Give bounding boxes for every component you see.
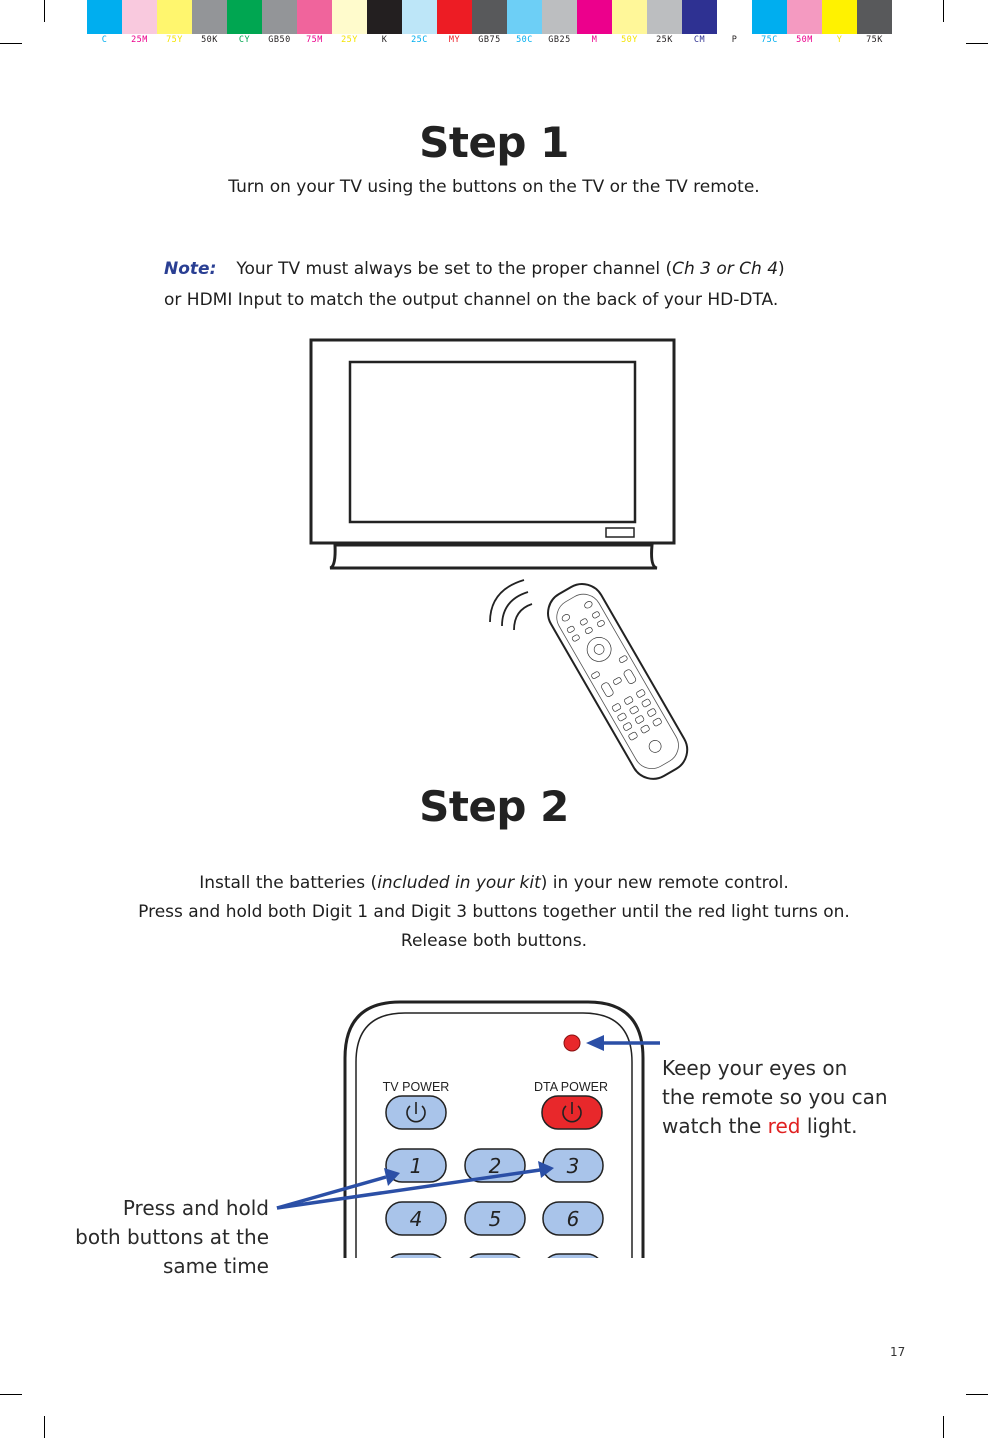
step2-line3: Release both buttons. — [400, 931, 588, 951]
color-swatch-label: CY — [238, 35, 251, 45]
color-swatch-label: GB25 — [548, 35, 571, 45]
step1-note-line2: or HDMI Input to match the output channe… — [164, 290, 779, 310]
color-swatch-label: 25M — [131, 35, 148, 45]
step2-line1: Install the batteries (included in your … — [0, 873, 988, 893]
callout-left-line3: same time — [162, 1254, 269, 1278]
color-swatch — [262, 0, 297, 34]
color-swatch-label: MY — [448, 35, 461, 45]
color-swatch-label: 50M — [796, 35, 813, 45]
callout-right-line1: Keep your eyes on — [662, 1056, 848, 1080]
color-swatch — [577, 0, 612, 34]
color-swatch — [472, 0, 507, 34]
color-swatch — [787, 0, 822, 34]
note-label: Note: — [164, 259, 217, 279]
power-icon — [562, 1105, 582, 1123]
color-swatch-label: Y — [836, 35, 843, 45]
digit-3-label: 3 — [567, 1154, 580, 1178]
color-swatch — [682, 0, 717, 34]
color-swatch-label: 75Y — [166, 35, 183, 45]
color-swatch — [437, 0, 472, 34]
digit-5-button — [464, 1201, 526, 1236]
callout-right: Keep your eyes on the remote so you can … — [662, 1054, 888, 1141]
color-swatch-label: 25Y — [341, 35, 358, 45]
tv-illustration — [309, 338, 676, 570]
digit-1-button — [385, 1148, 447, 1183]
remote-control-small — [489, 579, 689, 780]
callout-right-line3-b: light. — [800, 1114, 858, 1138]
dta-power-button — [541, 1095, 603, 1130]
color-swatch — [752, 0, 787, 34]
digit-6-label: 6 — [567, 1207, 580, 1231]
callout-right-line2: the remote so you can — [662, 1085, 888, 1109]
color-swatch — [507, 0, 542, 34]
color-swatch-label: P — [731, 35, 738, 45]
color-swatch — [542, 0, 577, 34]
red-indicator-light — [563, 1034, 581, 1052]
color-swatch-label: 75M — [306, 35, 323, 45]
color-swatch-label: CM — [693, 35, 706, 45]
color-swatch-label: 50K — [201, 35, 218, 45]
power-icon — [406, 1105, 426, 1123]
callout-arrows — [276, 1035, 660, 1210]
page-number: 17 — [890, 1345, 906, 1359]
color-swatch — [612, 0, 647, 34]
step1-title: Step 1 — [419, 118, 569, 167]
color-swatch-label: GB50 — [268, 35, 291, 45]
color-swatch — [122, 0, 157, 34]
color-swatch — [717, 0, 752, 34]
color-swatch-label: M — [591, 35, 598, 45]
color-swatch — [227, 0, 262, 34]
color-swatch — [647, 0, 682, 34]
step2-line2: Press and hold both Digit 1 and Digit 3 … — [138, 902, 850, 922]
color-swatch-label: 75K — [866, 35, 883, 45]
color-swatch-label: 50C — [516, 35, 533, 45]
color-calibration-bar — [87, 0, 892, 34]
step2-line1-a: Install the batteries ( — [199, 873, 378, 893]
digit-4-label: 4 — [410, 1207, 423, 1231]
callout-left-line2: both buttons at the — [75, 1225, 269, 1249]
callout-left-line1: Press and hold — [122, 1196, 269, 1220]
color-swatch-label: K — [381, 35, 388, 45]
digit-4-button — [385, 1201, 447, 1236]
tv-power-label: TV POWER — [383, 1080, 450, 1094]
note-channel: Ch 3 or Ch 4 — [672, 259, 779, 279]
color-swatch-label: 25K — [656, 35, 673, 45]
color-swatch-label: GB75 — [478, 35, 501, 45]
color-swatch-label: 25C — [411, 35, 428, 45]
digit-5-label: 5 — [489, 1207, 502, 1231]
step2-line1-b: ) in your new remote control. — [540, 873, 789, 893]
step1-instruction: Turn on your TV using the buttons on the… — [228, 177, 760, 197]
step2-title: Step 2 — [419, 782, 569, 831]
color-swatch — [192, 0, 227, 34]
color-swatch — [822, 0, 857, 34]
color-swatch-label: C — [101, 35, 108, 45]
callout-red-word: red — [767, 1114, 801, 1138]
ir-signal-waves — [489, 579, 533, 631]
tv-power-button — [385, 1095, 447, 1130]
callout-right-line3-a: watch the — [662, 1114, 768, 1138]
digit-6-button — [542, 1201, 604, 1236]
color-swatch — [332, 0, 367, 34]
dta-power-label: DTA POWER — [534, 1080, 608, 1094]
digit-1-label: 1 — [410, 1154, 423, 1178]
digit-2-label: 2 — [489, 1154, 502, 1178]
color-swatch-label: 50Y — [621, 35, 638, 45]
callout-left: Press and hold both buttons at the same … — [60, 1194, 269, 1281]
note-text-b: ) — [778, 259, 785, 279]
step1-note-line1: Note: Your TV must always be set to the p… — [164, 259, 785, 279]
note-text-a: Your TV must always be set to the proper… — [236, 259, 673, 279]
color-swatch — [367, 0, 402, 34]
step2-line1-em: included in your kit — [377, 873, 541, 893]
cutoff-mask — [0, 1258, 988, 1298]
callout-right-line3: watch the red light. — [662, 1112, 888, 1141]
color-swatch — [87, 0, 122, 34]
color-swatch — [857, 0, 892, 34]
color-swatch — [402, 0, 437, 34]
color-swatch — [297, 0, 332, 34]
color-swatch-label: 75C — [761, 35, 778, 45]
color-swatch — [157, 0, 192, 34]
